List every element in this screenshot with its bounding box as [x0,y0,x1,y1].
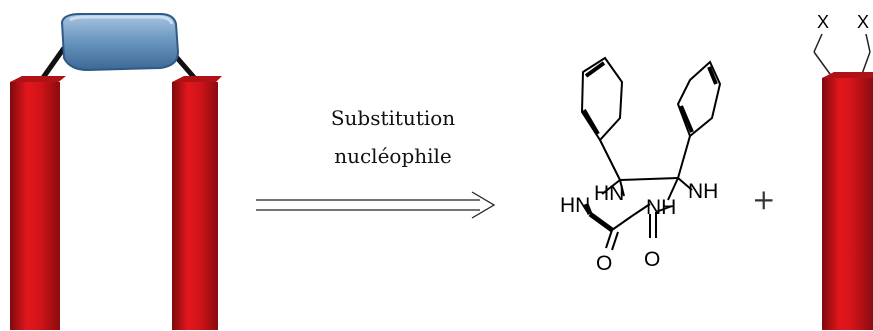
capped-pillar-assembly [10,13,222,330]
x-functionalized-pillar: X X [813,12,873,330]
linker-x-left: X [817,12,829,32]
linker-x-right: X [857,12,869,32]
atom-label-nh-4: NH [688,180,718,203]
phenyl-ring-left [580,56,624,142]
reaction-condition-line1: Substitution [330,106,456,130]
left-pillar [10,76,66,330]
atom-label-nh-2: HN [594,182,624,205]
atom-label-o-2: O [644,248,660,271]
plus-sign: + [752,183,775,216]
reaction-arrow [256,191,496,219]
atom-label-nh-3: NH [646,196,676,219]
bis-phenyl-glycoluril-molecule [580,56,722,251]
blue-cap [60,13,180,72]
reaction-condition-line2: nucléophile [334,144,452,168]
phenyl-ring-right [676,60,722,138]
atom-label-nh-1: HN [560,194,590,217]
right-pillar [172,76,222,330]
atom-label-o-1: O [596,252,612,275]
